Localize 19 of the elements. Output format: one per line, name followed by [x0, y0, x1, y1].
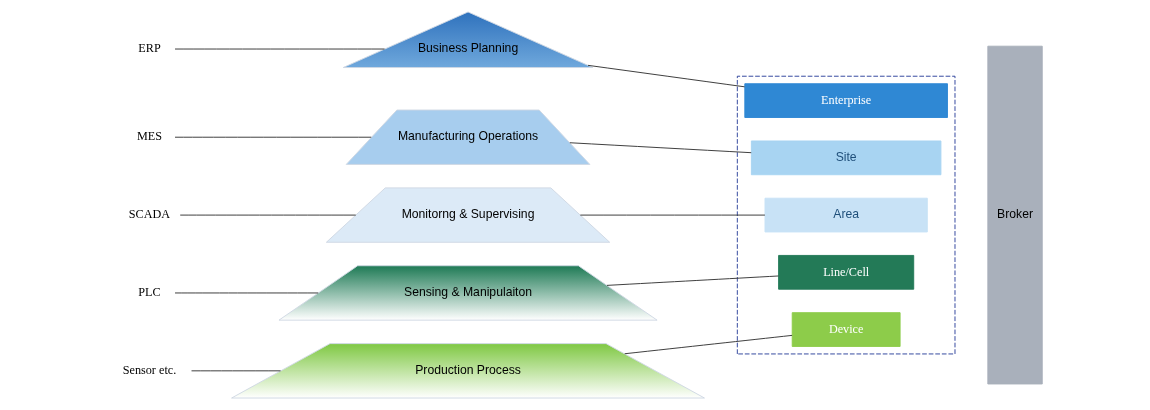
node-text: Sensor etc. — [122, 363, 177, 378]
connector — [191, 370, 282, 372]
node-text: SCADA — [128, 207, 171, 222]
node-text: ERP — [138, 41, 161, 56]
node-box: Broker — [987, 45, 1043, 385]
connector — [569, 142, 752, 154]
node-box: Area — [764, 197, 928, 233]
node-text: PLC — [138, 285, 161, 300]
node-text: MES — [136, 129, 163, 144]
connector — [624, 334, 793, 355]
connector — [587, 64, 746, 88]
node-box: Enterprise — [744, 83, 948, 118]
node-box: Line/Cell — [778, 254, 915, 290]
connector — [606, 275, 779, 286]
connector — [579, 214, 766, 216]
connector — [174, 136, 372, 138]
node-box: Site — [750, 140, 942, 176]
cluster — [736, 75, 956, 355]
node-box: Device — [791, 312, 901, 347]
